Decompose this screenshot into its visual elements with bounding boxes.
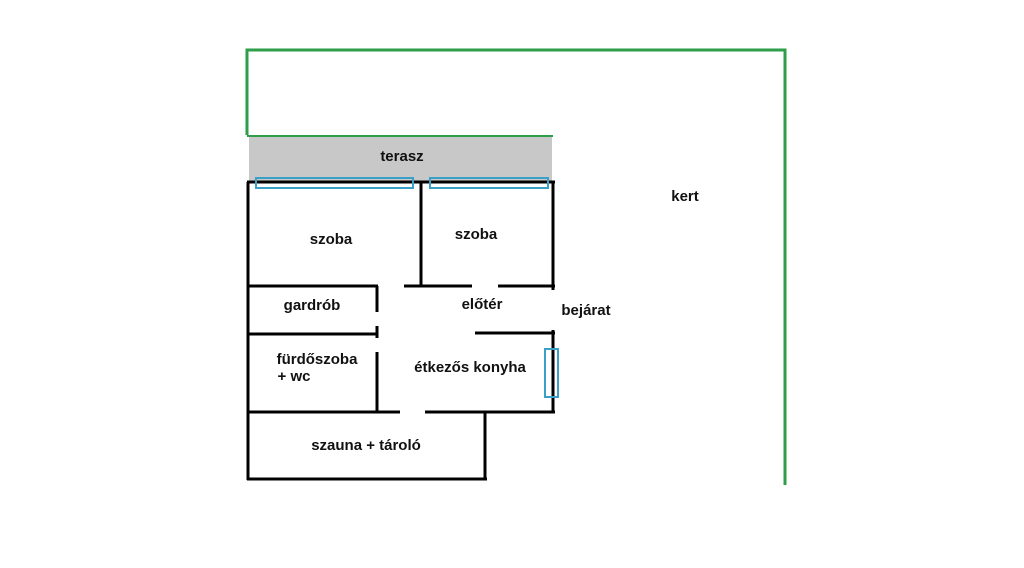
label-hallway: előtér [462,296,503,313]
window-right-room [429,177,549,189]
terrace-area [249,137,552,182]
label-terrace: terasz [380,148,423,165]
garden-border [245,48,787,485]
label-entrance: bejárat [561,302,610,319]
label-bathroom-line2: + wc [278,368,311,385]
window-kitchen [544,348,559,398]
label-bathroom-line1: fürdőszoba [277,351,358,368]
label-wardrobe: gardrób [284,297,341,314]
label-kitchen: étkezős konyha [414,359,526,376]
window-left-room [255,177,414,189]
label-garden: kert [671,188,699,205]
walls [246,180,555,481]
label-sauna: szauna + tároló [311,437,421,454]
label-room-left: szoba [310,231,353,248]
label-room-right: szoba [455,226,498,243]
